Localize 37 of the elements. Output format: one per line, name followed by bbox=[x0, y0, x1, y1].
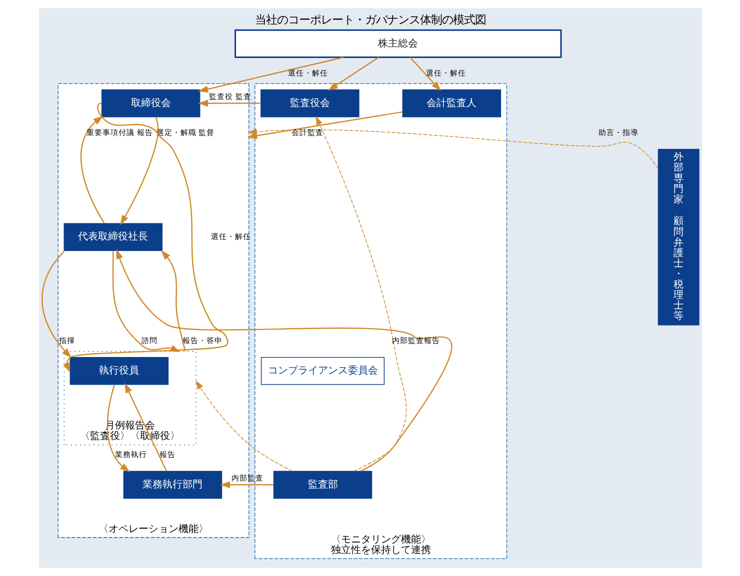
arrow bbox=[220, 481, 274, 488]
node-box: 株主総会 bbox=[234, 29, 562, 58]
edge-label: 選任・解任 bbox=[426, 68, 466, 78]
arrow bbox=[116, 248, 452, 472]
arrow bbox=[160, 250, 186, 352]
node-box: 会計監査人 bbox=[402, 89, 501, 118]
node-box: 執行役員 bbox=[69, 356, 168, 385]
edge-label: 選任・解任 bbox=[210, 232, 251, 241]
edge-label: 諮問 bbox=[140, 336, 157, 346]
arrow bbox=[80, 116, 104, 224]
arrow bbox=[106, 384, 130, 472]
edge-label: 会計監査 bbox=[291, 128, 324, 137]
arrow bbox=[315, 116, 406, 472]
node-box: コンプライアンス委員会 bbox=[260, 356, 384, 385]
edge-label: 報告 bbox=[158, 450, 175, 459]
diagram-title: 当社のコーポレート・ガバナンス体制の模式図 bbox=[254, 13, 486, 26]
node-box: 監査役会 bbox=[260, 89, 359, 118]
arrow bbox=[198, 100, 260, 107]
arrow bbox=[120, 116, 158, 226]
edge-label: 報告・答申 bbox=[182, 336, 222, 346]
arrow bbox=[194, 380, 292, 472]
node-box: 監査部 bbox=[272, 470, 372, 499]
edge-label: 指揮 bbox=[58, 336, 75, 346]
node-box: 代表取締役社長 bbox=[63, 223, 162, 252]
edge-label: 監査役 監査 bbox=[208, 92, 252, 101]
arrow bbox=[198, 56, 343, 93]
edge-label: 業務執行 bbox=[114, 450, 147, 459]
node-box: 取締役会 bbox=[100, 89, 200, 118]
edge-label: 選任・解任 bbox=[288, 68, 328, 78]
arrow bbox=[112, 251, 180, 352]
edge-label: 助言・指導 bbox=[598, 128, 638, 137]
node-box: 業務執行部門 bbox=[122, 470, 222, 499]
arrow bbox=[409, 56, 441, 92]
edge-label: 重要事項付議 報告 bbox=[86, 128, 153, 137]
node-box: 外部専門家 顧問弁護士・税理士等 bbox=[657, 148, 699, 326]
arrow bbox=[41, 251, 71, 358]
arrow bbox=[327, 56, 378, 91]
